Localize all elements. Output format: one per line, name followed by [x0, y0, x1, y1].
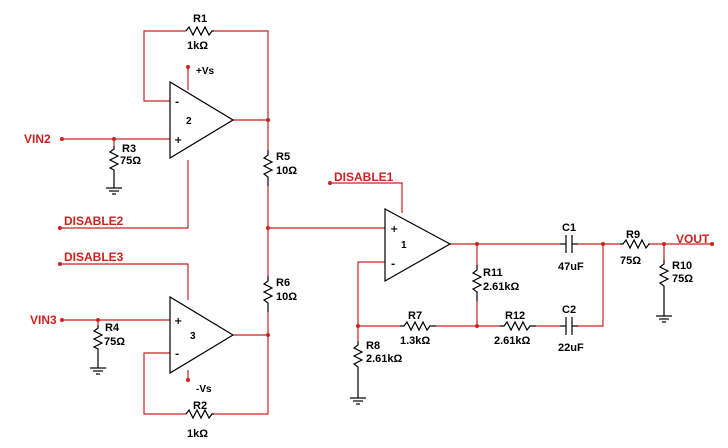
svg-text:+: +	[390, 224, 398, 235]
ref-r7: R7	[408, 310, 422, 322]
value-c1: 47uF	[558, 261, 584, 273]
value-r6: 10Ω	[276, 291, 297, 303]
resistor-r12	[500, 320, 536, 332]
svg-text:-: -	[175, 97, 179, 108]
ref-r8: R8	[366, 340, 380, 352]
opamp-u2: - + 2	[169, 80, 235, 160]
opamp-u1: + - 1	[384, 207, 452, 283]
svg-text:-: -	[391, 259, 395, 270]
junction-dots	[58, 65, 714, 382]
value-r1: 1kΩ	[187, 40, 208, 52]
net-label-vin3: VIN3	[30, 313, 57, 327]
supply-label-pos: +Vs	[196, 66, 215, 77]
ref-r2: R2	[193, 400, 207, 412]
ground-icon	[656, 315, 672, 323]
ground-icon	[350, 397, 366, 405]
resistor-r3	[108, 146, 120, 188]
value-r7: 1.3kΩ	[400, 335, 430, 347]
capacitor-c2	[560, 317, 578, 335]
net-label-disable3: DISABLE3	[64, 250, 124, 264]
ref-r4: R4	[105, 322, 120, 334]
ref-r9: R9	[626, 229, 640, 241]
net-label-vin2: VIN2	[24, 132, 51, 146]
svg-text:+: +	[174, 135, 182, 146]
ref-r1: R1	[193, 13, 207, 25]
resistor-r7	[400, 320, 436, 332]
ref-r10: R10	[672, 260, 692, 272]
ref-c2: C2	[562, 304, 576, 316]
resistor-r1	[185, 25, 214, 37]
svg-text:2: 2	[186, 116, 192, 127]
wires	[60, 30, 712, 415]
resistor-r5	[262, 150, 274, 186]
resistor-r2	[185, 408, 214, 420]
ground-icon	[106, 187, 122, 195]
net-label-disable2: DISABLE2	[64, 214, 124, 228]
resistor-r4	[92, 325, 104, 368]
ref-r3: R3	[122, 143, 136, 155]
net-label-disable1: DISABLE1	[334, 170, 394, 184]
ref-r6: R6	[276, 277, 290, 289]
value-r10: 75Ω	[672, 273, 693, 285]
supply-label-neg: -Vs	[196, 384, 212, 395]
value-r4: 75Ω	[104, 336, 125, 348]
ref-c1: C1	[562, 222, 576, 234]
opamp-u3: + - 3	[169, 295, 235, 375]
svg-text:-: -	[175, 349, 179, 360]
svg-text:1: 1	[401, 240, 407, 251]
value-r11: 2.61kΩ	[483, 281, 520, 293]
ref-r5: R5	[276, 151, 290, 163]
resistor-r10	[658, 260, 670, 316]
value-r3: 75Ω	[120, 155, 141, 167]
ref-r12: R12	[505, 310, 525, 322]
net-label-vout: VOUT	[676, 232, 710, 246]
value-r9: 75Ω	[620, 255, 641, 267]
ref-r11: R11	[483, 267, 503, 279]
resistor-r9	[620, 238, 650, 250]
ground-icon	[90, 367, 106, 375]
svg-text:3: 3	[190, 331, 196, 342]
resistor-r6	[262, 276, 274, 312]
resistor-r8	[352, 341, 364, 398]
svg-text:+: +	[174, 316, 182, 327]
value-r8: 2.61kΩ	[366, 353, 403, 365]
value-c2: 22uF	[558, 342, 584, 354]
value-r12: 2.61kΩ	[494, 335, 531, 347]
value-r2: 1kΩ	[187, 428, 208, 440]
resistor-r11	[471, 265, 483, 301]
capacitor-c1	[560, 235, 578, 253]
value-r5: 10Ω	[276, 165, 297, 177]
